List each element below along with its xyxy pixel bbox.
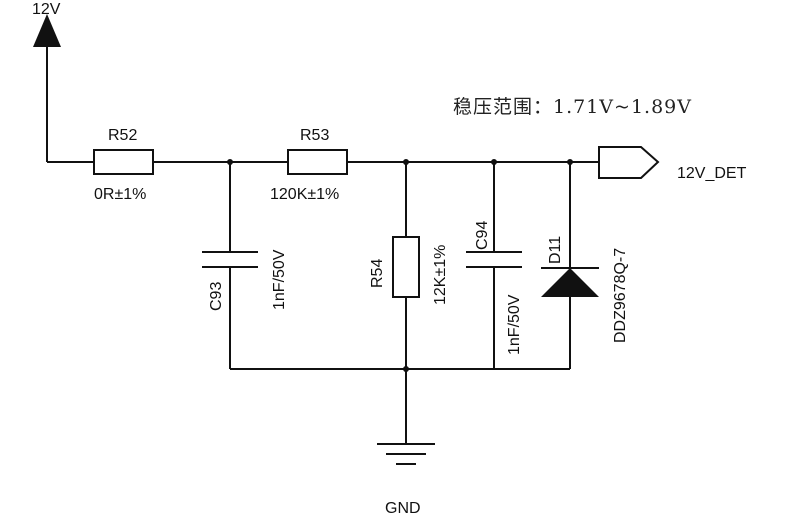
junction-dot (227, 159, 233, 165)
d11-ref: D11 (547, 236, 564, 264)
regulation-range-note: 稳压范围：1.71V~1.89V (453, 96, 692, 118)
c94-ref: C94 (474, 221, 491, 250)
d11-diode-triangle (541, 268, 599, 297)
c94-value: 1nF/50V (506, 294, 523, 355)
r53-ref: R53 (300, 127, 329, 144)
r52-ref: R52 (108, 127, 137, 144)
c93-value: 1nF/50V (271, 249, 288, 310)
r54-ref: R54 (369, 259, 386, 288)
ground-label: GND (385, 500, 421, 517)
r53-resistor-body (287, 149, 348, 175)
junction-dot (403, 366, 409, 372)
r54-resistor-body (392, 236, 420, 298)
junction-dot (567, 159, 573, 165)
d11-value: DDZ9678Q-7 (612, 248, 629, 343)
supply-arrow-symbol (33, 14, 61, 47)
wires (46, 47, 599, 444)
output-port-symbol (598, 146, 660, 179)
junction-dot (403, 159, 409, 165)
supply-label: 12V (32, 1, 61, 18)
r52-resistor-body (93, 149, 154, 175)
r52-value: 0R±1% (94, 186, 146, 203)
c93-ref: C93 (208, 282, 225, 311)
output-label: 12V_DET (677, 165, 747, 182)
junction-dot (491, 159, 497, 165)
r53-value: 120K±1% (270, 186, 339, 203)
r54-value: 12K±1% (432, 245, 449, 305)
